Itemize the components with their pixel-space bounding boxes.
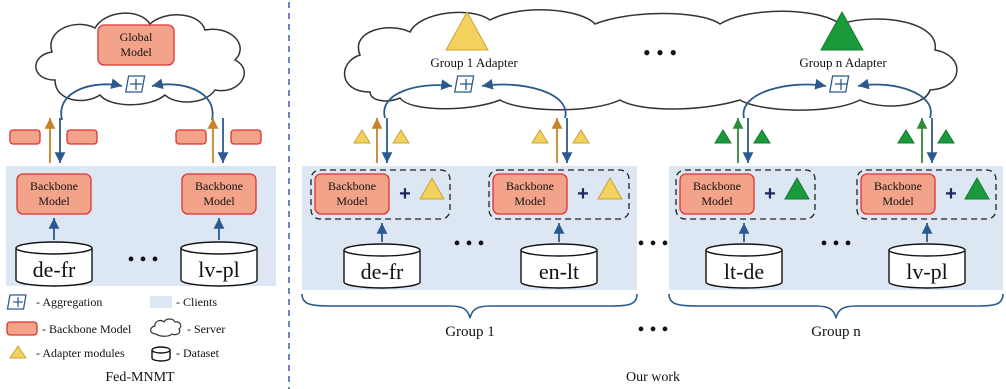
backbone-label: Model — [336, 194, 368, 208]
weight-token-2b — [230, 129, 262, 145]
aggregation-icon — [829, 75, 850, 93]
groupn-adapter-label: Group n Adapter — [799, 55, 887, 70]
ellipsis-left: • • • — [127, 249, 158, 271]
backbone-label-l2b: Model — [203, 194, 235, 208]
caption-fed-mnmt: Fed-MNMT — [105, 370, 175, 385]
curve-arrow-gn-left — [742, 78, 827, 119]
backbone-label: Backbone — [328, 179, 376, 193]
adapter-triangle-g1c1 — [419, 176, 445, 200]
global-model-label-2: Model — [120, 45, 152, 59]
adapter-triangle-gnc2 — [964, 176, 990, 200]
adapter-token — [353, 129, 371, 144]
client-module-g1c2 — [488, 169, 630, 220]
aggregation-icon — [6, 294, 27, 310]
curve-arrow-g1-left — [383, 79, 453, 119]
ellipsis-between-groups: • • • — [637, 233, 668, 255]
left-curve-arrow — [60, 78, 123, 121]
dataset-cylinder-gnc2 — [888, 243, 966, 289]
adapter-token — [753, 129, 771, 144]
curve-arrow-g1-right — [481, 78, 567, 119]
adapter-token — [572, 129, 590, 144]
adapter-token — [897, 129, 915, 144]
legend-backbone: - Backbone Model — [42, 322, 132, 336]
backbone-model-icon — [6, 321, 38, 336]
backbone-label: Backbone — [874, 179, 922, 193]
right-curve-arrow — [151, 78, 214, 121]
group1-label: Group 1 — [445, 324, 495, 340]
backbone-model-box-left-1 — [16, 173, 92, 215]
backbone-model-box-g1c1 — [314, 173, 390, 215]
adapter-token — [392, 129, 410, 144]
adapter-triangle-gnc1 — [784, 176, 810, 200]
dataset-cylinder-g1c1 — [343, 243, 421, 289]
dataset-label: en-lt — [539, 259, 579, 284]
backbone-label-l1b: Model — [38, 194, 70, 208]
backbone-label: Model — [882, 194, 914, 208]
dataset-label-l1: de-fr — [33, 257, 76, 282]
backbone-model-box-g1c2 — [492, 173, 568, 215]
ellipsis-cloud: • • • — [643, 40, 677, 65]
backbone-model-box-left-2 — [181, 173, 257, 215]
our-work-panel: Group 1 Adapter • • • Group n Adapter — [301, 9, 1004, 385]
legend-adapter: - Adapter modules — [36, 346, 125, 360]
ellipsis-groups: • • • — [637, 319, 668, 341]
dataset-label: lt-de — [724, 259, 764, 284]
dataset-cylinder-g1c2 — [520, 243, 598, 289]
plus-icon: + — [764, 183, 776, 205]
clients-icon — [150, 296, 172, 308]
adapter-token — [531, 129, 549, 144]
client-module-g1c1 — [310, 169, 451, 220]
global-model-label-1: Global — [120, 30, 153, 44]
plus-icon: + — [945, 183, 957, 205]
dataset-cylinder-l1 — [15, 241, 93, 287]
weight-token-2a — [175, 129, 207, 145]
aggregation-icon — [454, 75, 475, 93]
group1-brace — [301, 293, 638, 319]
dataset-label: de-fr — [361, 259, 404, 284]
legend-clients: - Clients — [176, 295, 217, 309]
backbone-label: Backbone — [693, 179, 741, 193]
dataset-label: lv-pl — [906, 259, 948, 284]
curve-arrow-gn-right — [857, 78, 932, 119]
legend-server: - Server — [187, 322, 225, 336]
adapter-token — [714, 129, 732, 144]
backbone-model-box-gnc2 — [860, 173, 936, 215]
aggregation-icon — [125, 75, 146, 93]
backbone-label-l1a: Backbone — [30, 179, 78, 193]
backbone-label: Model — [514, 194, 546, 208]
backbone-model-box-gnc1 — [679, 173, 755, 215]
weight-token-1b — [66, 129, 98, 145]
groupn-label: Group n — [811, 324, 861, 340]
fed-mnmt-panel: Global Model Backbone Model de- — [6, 12, 276, 385]
ellipsis-g1: • • • — [453, 233, 484, 255]
dataset-label-l2: lv-pl — [198, 257, 240, 282]
plus-icon: + — [577, 183, 589, 205]
server-icon — [150, 318, 182, 337]
legend: - Aggregation - Clients - Backbone Model… — [6, 294, 225, 362]
caption-our-work: Our work — [626, 370, 680, 385]
adapter-token — [937, 129, 955, 144]
group1-adapter-label: Group 1 Adapter — [430, 55, 518, 70]
legend-aggregation: - Aggregation — [36, 295, 102, 309]
group1-adapter-triangle — [445, 10, 489, 51]
dataset-cylinder-gnc1 — [705, 243, 783, 289]
backbone-label: Backbone — [506, 179, 554, 193]
groupn-adapter-triangle — [820, 10, 864, 51]
groupn-brace — [668, 293, 1004, 319]
client-module-gnc2 — [856, 169, 997, 220]
weight-token-1a — [9, 129, 41, 145]
backbone-label: Model — [701, 194, 733, 208]
client-module-gnc1 — [675, 169, 816, 220]
ellipsis-gn: • • • — [820, 233, 851, 255]
plus-icon: + — [399, 183, 411, 205]
backbone-label-l2a: Backbone — [195, 179, 243, 193]
dataset-icon — [151, 346, 171, 362]
dataset-cylinder-l2 — [180, 241, 258, 287]
global-model-box — [97, 24, 175, 66]
adapter-icon — [9, 345, 27, 359]
legend-dataset: - Dataset — [176, 346, 220, 360]
adapter-triangle-g1c2 — [597, 176, 623, 200]
